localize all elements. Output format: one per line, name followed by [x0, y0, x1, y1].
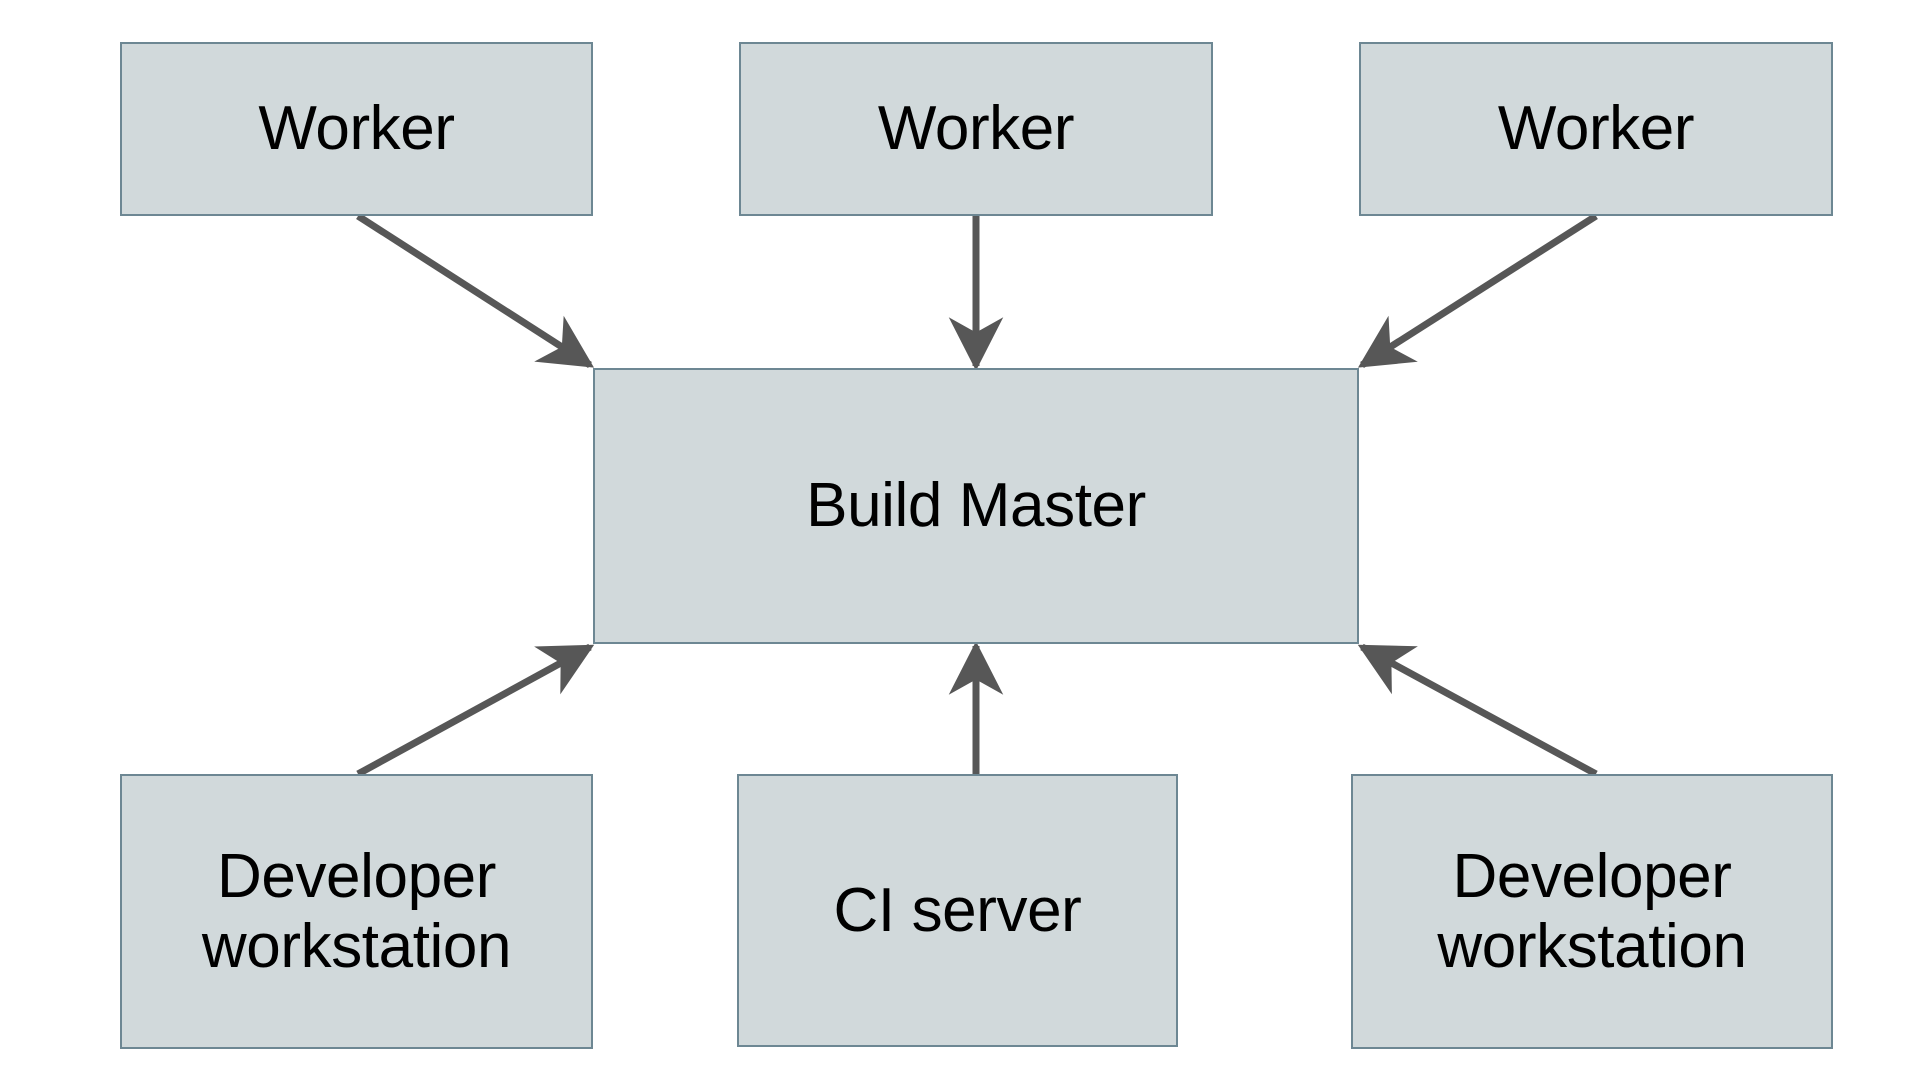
- node-worker-1-label: Worker: [258, 94, 455, 164]
- node-worker-3-label: Worker: [1497, 94, 1695, 164]
- node-worker-3[interactable]: Worker: [1359, 42, 1833, 216]
- node-worker-2-label: Worker: [877, 94, 1075, 164]
- node-build-master[interactable]: Build Master: [593, 368, 1359, 644]
- node-worker-2[interactable]: Worker: [739, 42, 1213, 216]
- node-developer-workstation-right-label: Developer workstation: [1437, 842, 1747, 981]
- edge-devright-to-master: [1357, 643, 1598, 778]
- node-ci-server-label: CI server: [833, 875, 1082, 945]
- edge-devleft-to-master: [356, 643, 595, 778]
- node-developer-workstation-right[interactable]: Developer workstation: [1351, 774, 1833, 1049]
- node-ci-server[interactable]: CI server: [737, 774, 1178, 1047]
- node-worker-1[interactable]: Worker: [120, 42, 593, 216]
- edge-worker3-to-master: [1357, 213, 1598, 368]
- node-developer-workstation-left-label: Developer workstation: [201, 842, 512, 981]
- node-build-master-label: Build Master: [806, 471, 1146, 541]
- node-developer-workstation-left[interactable]: Developer workstation: [120, 774, 593, 1049]
- edge-worker1-to-master: [356, 213, 595, 368]
